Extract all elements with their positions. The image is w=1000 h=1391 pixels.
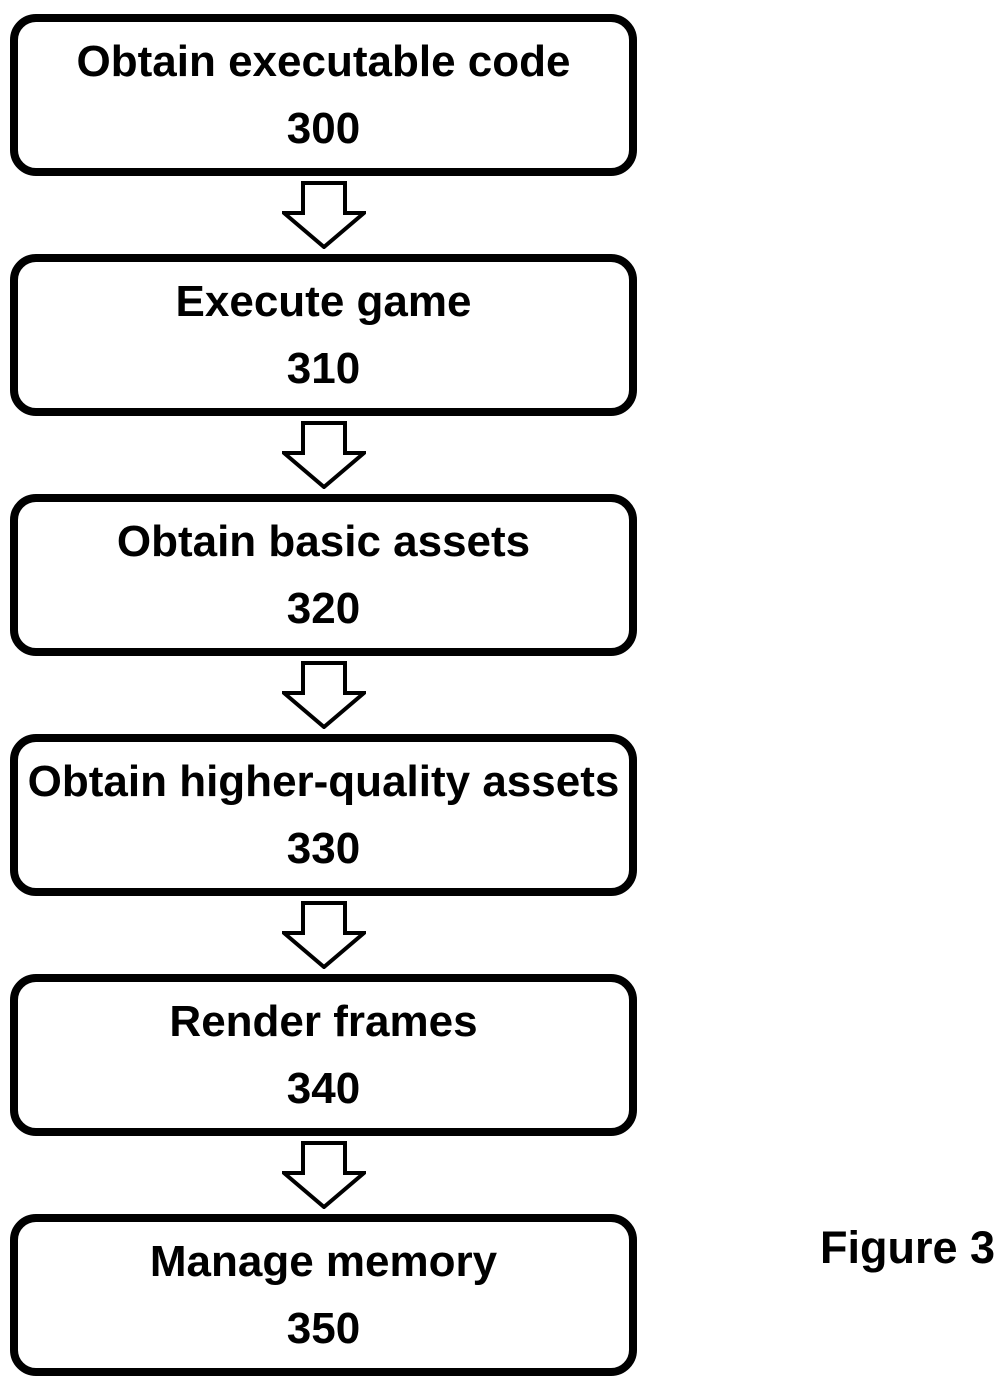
down-arrow-icon (281, 901, 366, 969)
arrow-gap (10, 1136, 637, 1214)
down-arrow-icon (281, 1141, 366, 1209)
down-arrow-icon (281, 421, 366, 489)
flow-step-number: 320 (286, 584, 361, 633)
arrow-gap (10, 176, 637, 254)
down-arrow-icon (281, 181, 366, 249)
flow-step-300: Obtain executable code 300 (10, 14, 637, 176)
down-arrow-icon (281, 661, 366, 729)
flow-step-350: Manage memory 350 (10, 1214, 637, 1376)
flow-step-310: Execute game 310 (10, 254, 637, 416)
arrow-gap (10, 656, 637, 734)
flow-step-number: 350 (286, 1304, 361, 1353)
figure-label: Figure 3 (820, 1222, 996, 1273)
flow-step-number: 330 (286, 824, 361, 873)
flow-step-320: Obtain basic assets 320 (10, 494, 637, 656)
flow-step-label: Obtain executable code (76, 36, 571, 86)
flow-step-label: Obtain higher-quality assets (27, 756, 620, 806)
flow-step-label: Render frames (169, 996, 478, 1046)
flow-step-label: Execute game (175, 276, 472, 326)
arrow-gap (10, 416, 637, 494)
flow-step-label: Manage memory (149, 1236, 498, 1286)
arrow-gap (10, 896, 637, 974)
flow-step-number: 310 (286, 344, 361, 393)
flow-step-number: 300 (286, 104, 361, 153)
flow-step-340: Render frames 340 (10, 974, 637, 1136)
flow-step-number: 340 (286, 1064, 361, 1113)
flow-step-330: Obtain higher-quality assets 330 (10, 734, 637, 896)
flowchart: Obtain executable code 300 Execute game … (10, 14, 637, 1376)
flow-step-label: Obtain basic assets (116, 516, 531, 566)
